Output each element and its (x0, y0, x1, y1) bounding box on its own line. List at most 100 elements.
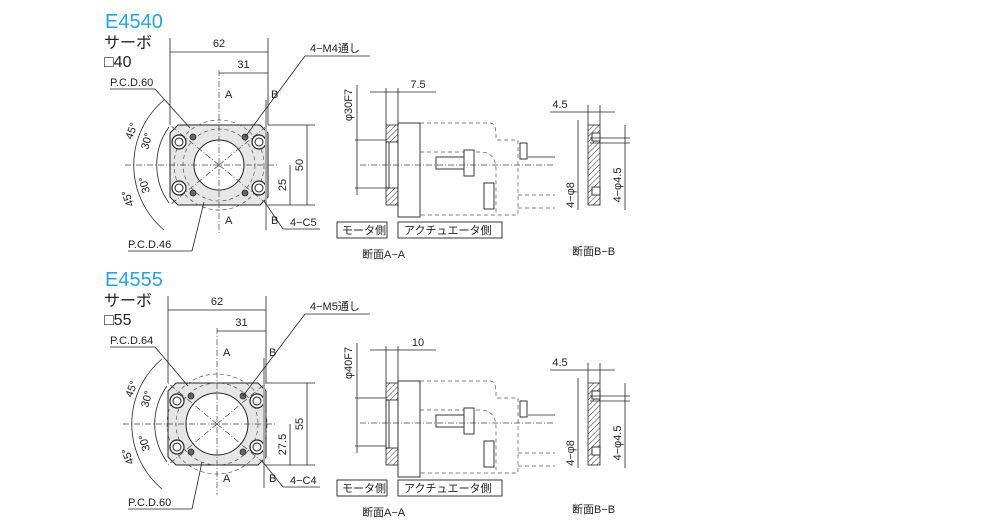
motor-size: □40 (104, 54, 132, 71)
section-aa-caption: 断面A−A (362, 505, 406, 519)
through-hole (254, 183, 264, 193)
dim-half-height: 25 (277, 179, 289, 191)
section-a-bottom: A (223, 473, 231, 485)
motor-side-label: モータ側 (342, 482, 386, 495)
through-hole (252, 396, 262, 406)
dim-half: 31 (237, 59, 249, 71)
tap-label: 4−M5通し (310, 300, 360, 313)
angle-30-top: 30° (139, 390, 155, 409)
angle-45-top: 45° (124, 379, 141, 399)
dim-half-height: 27.5 (277, 434, 289, 455)
leader (244, 55, 306, 138)
pcd-inner-label: P.C.D.60 (128, 497, 171, 509)
nut-block (483, 440, 495, 468)
actuator-outline (420, 380, 519, 474)
leader (154, 88, 191, 129)
section-bb-plate (587, 382, 601, 466)
through-hole (174, 183, 184, 193)
shaft (435, 414, 467, 428)
motor-side-box (336, 221, 388, 239)
section-aa-caption: 断面A−A (362, 247, 406, 261)
dim-height: 50 (294, 159, 306, 171)
dim-width: 62 (213, 38, 225, 50)
bb-counterbore: 4−φ8 (565, 440, 577, 466)
actuator-outline (420, 122, 519, 216)
motor-type: サーボ (104, 34, 152, 52)
angle-45-top: 45° (124, 121, 141, 141)
part-drawing-0: E4540サーボ□4062315025AABBP.C.D.60P.C.D.464… (104, 11, 630, 261)
chamfer-label: 4−C5 (290, 217, 317, 229)
pcd-outer-label: P.C.D.60 (110, 77, 153, 89)
aa-thickness: 10 (412, 337, 424, 349)
part-drawing-1: E4555サーボ□5562315527.5AABBP.C.D.64P.C.D.6… (104, 269, 630, 519)
angle-45-bottom: 45° (120, 446, 137, 466)
diag-line (218, 164, 269, 206)
tap-hole (187, 448, 195, 456)
through-hole (174, 137, 184, 147)
leader (191, 201, 205, 252)
sensor-block (519, 400, 528, 418)
section-b-top: B (271, 89, 278, 101)
coupling-outline (420, 151, 497, 215)
section-b-top: B (269, 347, 276, 359)
section-b-bottom: B (269, 473, 276, 485)
bb-hole: 4−φ4.5 (612, 168, 624, 203)
part-code: E4555 (105, 269, 163, 291)
section-b-bottom: B (271, 215, 278, 227)
section-hatch-bottom (385, 187, 399, 206)
coupling-hub (463, 407, 475, 435)
motor-side-box (336, 479, 388, 497)
angle-arc-45 (133, 99, 165, 231)
tap-hole (189, 189, 197, 197)
actuator-side-box (397, 221, 503, 239)
sensor-block (519, 142, 528, 160)
nut-block (483, 182, 495, 210)
leader (191, 461, 203, 510)
bb-hole-bottom (591, 186, 601, 196)
angle-30-top: 30° (139, 132, 155, 151)
leader (261, 460, 284, 488)
through-hole (252, 442, 262, 452)
aa-diameter: φ40F7 (343, 347, 355, 379)
bb-hole-top (591, 132, 601, 142)
pcd-inner-label: P.C.D.46 (128, 239, 171, 251)
section-bb-plate (587, 124, 601, 206)
through-hole (254, 137, 264, 147)
section-hatch-bottom (385, 447, 399, 466)
section-hatch-top (385, 382, 399, 401)
angle-45-bottom: 45° (120, 188, 137, 208)
dim-height: 55 (294, 418, 306, 430)
pcd-outer-label: P.C.D.64 (110, 335, 153, 347)
bb-thickness: 4.5 (552, 357, 567, 369)
bb-hole: 4−φ4.5 (612, 426, 624, 461)
bb-hole-bottom (591, 446, 601, 456)
adapter-body (397, 122, 421, 218)
coupling-outline (420, 409, 497, 473)
leader (263, 200, 284, 230)
tap-hole (241, 189, 249, 197)
actuator-side-box (397, 479, 503, 497)
section-a-top: A (223, 347, 231, 359)
bore-face (385, 399, 390, 449)
chamfer-label: 4−C4 (290, 475, 317, 487)
part-code: E4540 (105, 11, 163, 33)
tap-hole (187, 392, 195, 400)
bb-counterbore: 4−φ8 (565, 182, 577, 208)
diag-line (169, 164, 220, 206)
motor-side-label: モータ側 (342, 224, 386, 237)
through-hole (172, 442, 182, 452)
tap-hole (239, 448, 247, 456)
section-bb-caption: 断面B−B (572, 244, 615, 258)
section-bb-caption: 断面B−B (572, 502, 615, 516)
section-a-top: A (225, 89, 233, 101)
angle-arc-30 (154, 385, 168, 463)
coupling-hub (463, 149, 475, 177)
tap-label: 4−M4通し (310, 42, 360, 55)
shaft (435, 156, 467, 170)
through-hole (172, 396, 182, 406)
bb-hole-top (591, 390, 601, 400)
leader (242, 313, 306, 397)
adapter-body (397, 380, 421, 478)
section-hatch-top (385, 124, 399, 143)
